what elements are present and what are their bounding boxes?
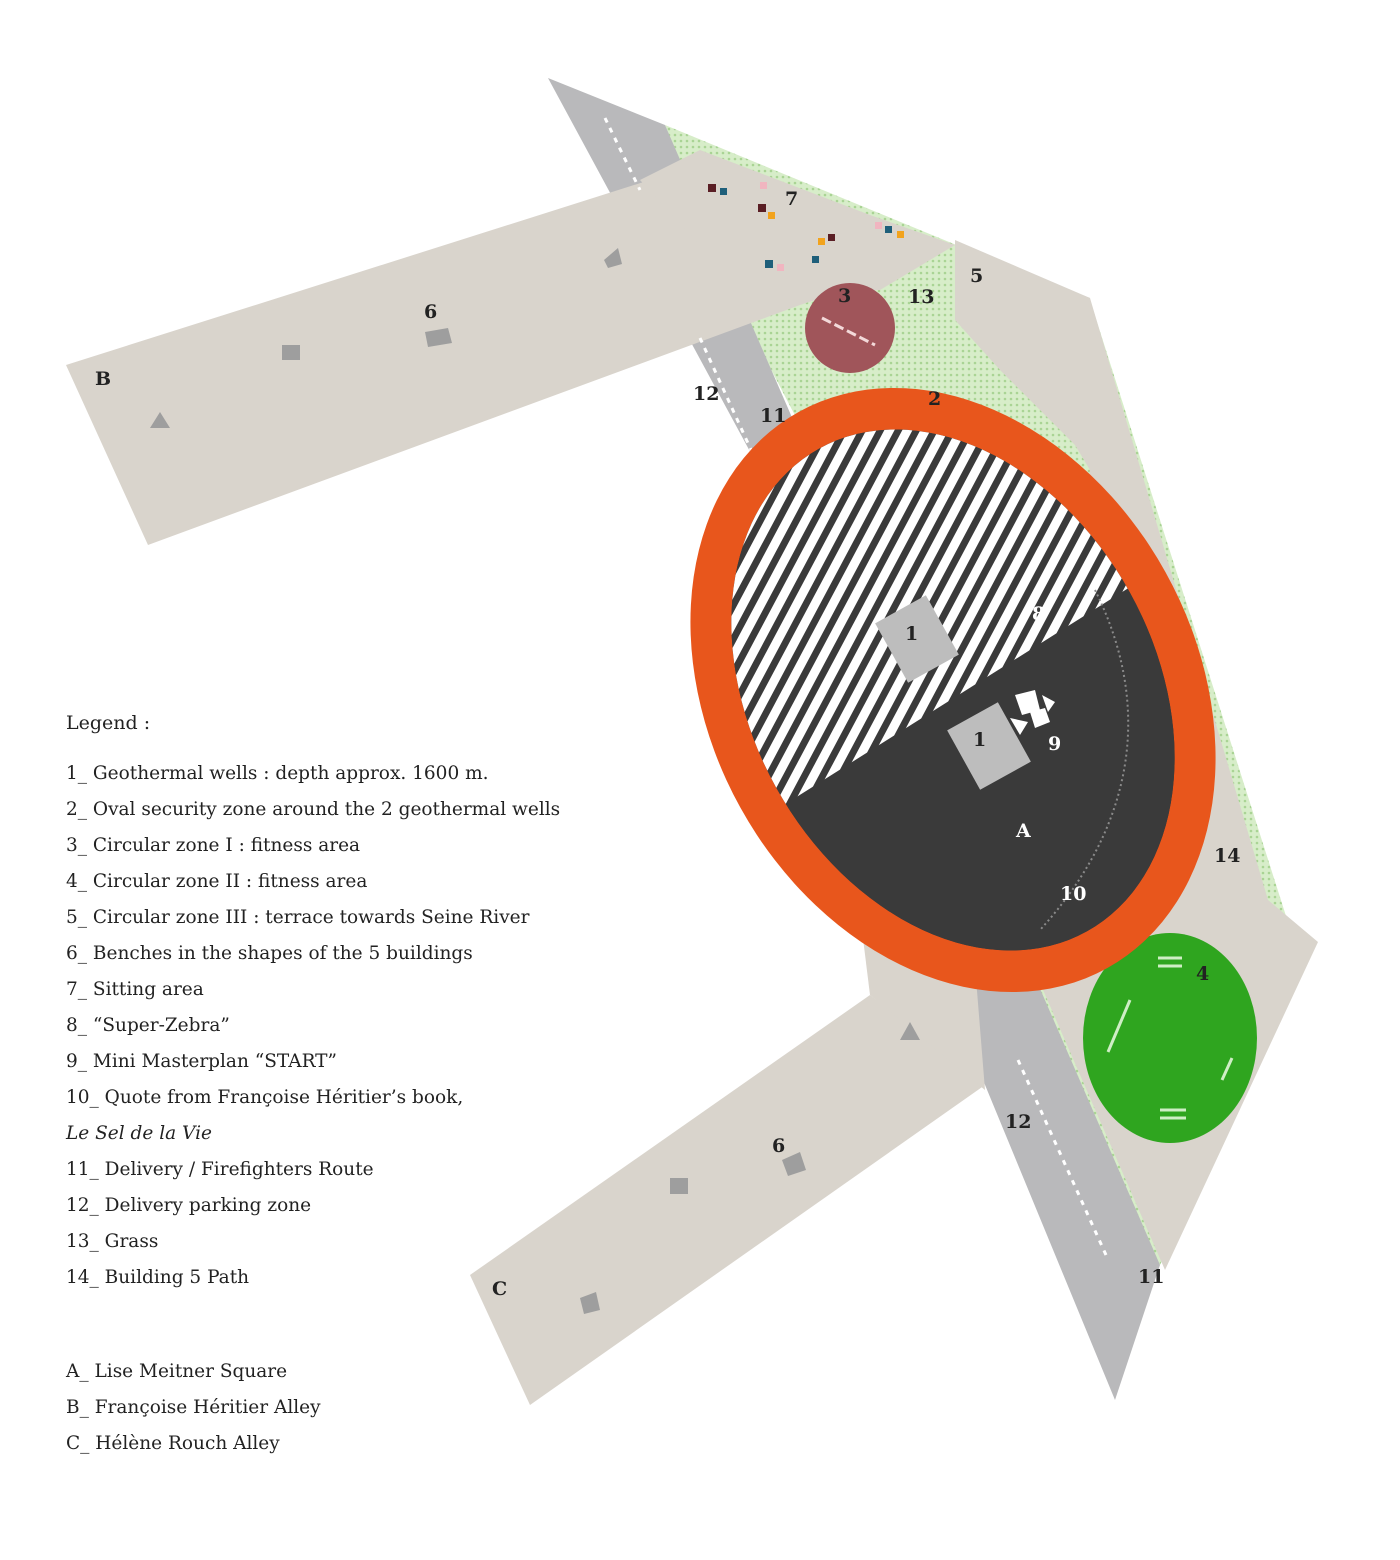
label-7: 7	[785, 188, 798, 210]
legend-item: 2_ Oval security zone around the 2 geoth…	[66, 799, 561, 820]
label-14: 14	[1214, 845, 1240, 867]
benches	[150, 248, 920, 1314]
road-markings	[603, 117, 1108, 1256]
legend-place: C_ Hélène Rouch Alley	[66, 1433, 280, 1454]
legend-item: 11_ Delivery / Firefighters Route	[66, 1159, 374, 1180]
legend-item: 13_ Grass	[66, 1231, 159, 1252]
label-C: C	[492, 1278, 507, 1300]
map-labels: B C A 6 6 7 3 13 5 2 12 11 8 1 1 9 10 14…	[95, 188, 1240, 1300]
label-6a: 6	[424, 301, 437, 323]
geothermal-well-1	[875, 595, 959, 683]
label-1b: 1	[973, 729, 986, 751]
legend-item: 5_ Circular zone III : terrace towards S…	[66, 907, 530, 928]
legend-item: 3_ Circular zone I : fitness area	[66, 835, 361, 856]
quote-text-curve	[1039, 589, 1130, 931]
label-5: 5	[970, 265, 983, 287]
legend-item: 1_ Geothermal wells : depth approx. 1600…	[66, 763, 489, 784]
alley-c	[470, 995, 985, 1405]
legend-item: 9_ Mini Masterplan “START”	[66, 1051, 337, 1072]
label-6b: 6	[772, 1135, 785, 1157]
label-10: 10	[1060, 883, 1086, 905]
label-11b: 11	[1138, 1266, 1164, 1288]
label-12a: 12	[693, 383, 719, 405]
label-8: 8	[1032, 603, 1045, 625]
legend-item: 12_ Delivery parking zone	[66, 1195, 312, 1216]
sitting-area-paving	[640, 150, 955, 298]
legend-place: A_ Lise Meitner Square	[66, 1361, 288, 1382]
label-4: 4	[1196, 963, 1209, 985]
legend-item: 10_ Quote from Françoise Héritier’s book…	[66, 1087, 464, 1108]
mini-masterplan	[1010, 690, 1055, 735]
label-9: 9	[1048, 733, 1061, 755]
sitting-area	[708, 182, 904, 271]
circular-zone-2	[1083, 933, 1257, 1143]
legend-item: 7_ Sitting area	[66, 979, 204, 1000]
legend-item: 14_ Building 5 Path	[66, 1267, 250, 1288]
legend-item: 6_ Benches in the shapes of the 5 buildi…	[66, 943, 473, 964]
legend-item: 8_ “Super-Zebra”	[66, 1015, 230, 1036]
label-1a: 1	[905, 623, 918, 645]
label-13: 13	[908, 286, 934, 308]
label-3: 3	[838, 285, 851, 307]
label-12b: 12	[1005, 1111, 1031, 1133]
fitness-markings	[1106, 956, 1234, 1120]
label-2: 2	[928, 388, 941, 410]
label-11a: 11	[760, 405, 786, 427]
legend-item-book-title: Le Sel de la Vie	[66, 1123, 212, 1144]
legend: Legend : 1_ Geothermal wells : depth app…	[66, 712, 561, 1462]
legend-place: B_ Françoise Héritier Alley	[66, 1397, 321, 1418]
legend-item: 4_ Circular zone II : fitness area	[66, 871, 368, 892]
label-A: A	[1015, 820, 1031, 842]
geothermal-well-2	[947, 702, 1031, 790]
circular-zone-1	[805, 283, 895, 373]
terrace-zone-5	[955, 240, 1100, 470]
legend-title: Legend :	[66, 712, 151, 734]
label-B: B	[95, 368, 111, 390]
delivery-route	[548, 78, 1160, 1400]
alley-b	[66, 180, 870, 545]
